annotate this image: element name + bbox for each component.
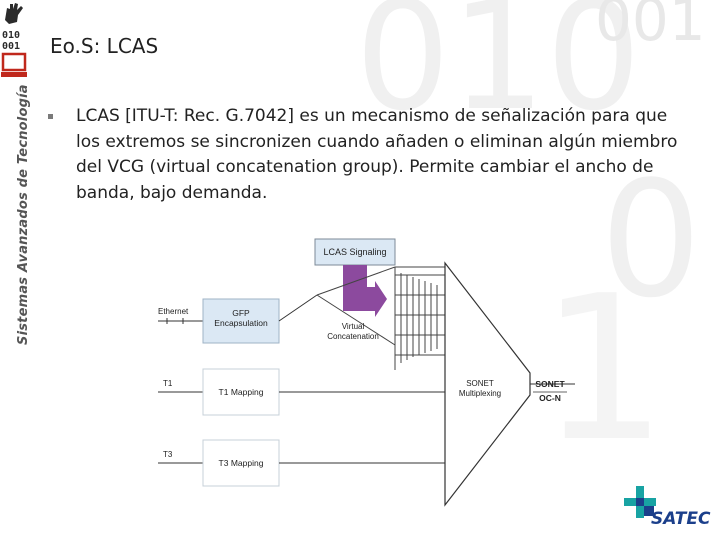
sidebar: 010 001 Sistemas Avanzados de Tecnología [0, 0, 31, 540]
t1-label: T1 [163, 379, 173, 388]
background-digit: 001 [595, 0, 706, 54]
sidebar-digits-bottom: 001 [2, 41, 20, 52]
gfp-encapsulation-box [202, 298, 280, 344]
virtual-concatenation-label-1: Virtual [342, 322, 365, 331]
hand-icon [5, 3, 23, 24]
background-digit: 1 [540, 253, 668, 486]
sonet-multiplexing-label-2: Multiplexing [459, 389, 501, 398]
background-digit: 010 [355, 0, 642, 144]
ethernet-label: Ethernet [158, 307, 189, 316]
t3-label: T3 [163, 450, 173, 459]
sidebar-logo-icons: 010 001 [1, 3, 27, 77]
lcas-signaling-label: LCAS Signaling [323, 247, 386, 257]
gfp-to-vc-line [278, 294, 318, 322]
t3-mapping-box [202, 439, 280, 487]
background-digit: 0 [600, 146, 702, 333]
monitor-icon [1, 52, 27, 77]
oc-n-label: OC-N [539, 393, 561, 403]
lcas-diagram: LCAS Signaling Virtual Concatenation SON… [158, 238, 575, 507]
sidebar-vertical-text: Sistemas Avanzados de Tecnología [16, 84, 31, 345]
virtual-concatenation-label-2: Concatenation [327, 332, 379, 341]
satec-logo-text: SATEC [651, 509, 711, 529]
lcas-arrow [343, 265, 387, 317]
bullet-marker [48, 114, 53, 119]
gfp-label: GFP [232, 308, 250, 318]
sonet-multiplexer-shape [444, 261, 531, 507]
sonet-multiplexing-label-1: SONET [466, 379, 494, 388]
bullet-text: LCAS [ITU-T: Rec. G.7042] es un mecanism… [76, 106, 678, 203]
lcas-signaling-box [314, 238, 396, 266]
virtual-concatenation-lines [316, 266, 445, 370]
sidebar-digits-top: 010 [2, 30, 20, 41]
sonet-output-label: SONET [535, 379, 565, 389]
page-title: Eo.S: LCAS [50, 34, 159, 58]
satec-logo-icon [624, 486, 656, 518]
t1-mapping-label: T1 Mapping [219, 387, 264, 397]
t1-mapping-box [202, 368, 280, 416]
encapsulation-label: Encapsulation [214, 318, 268, 328]
t3-mapping-label: T3 Mapping [219, 458, 264, 468]
